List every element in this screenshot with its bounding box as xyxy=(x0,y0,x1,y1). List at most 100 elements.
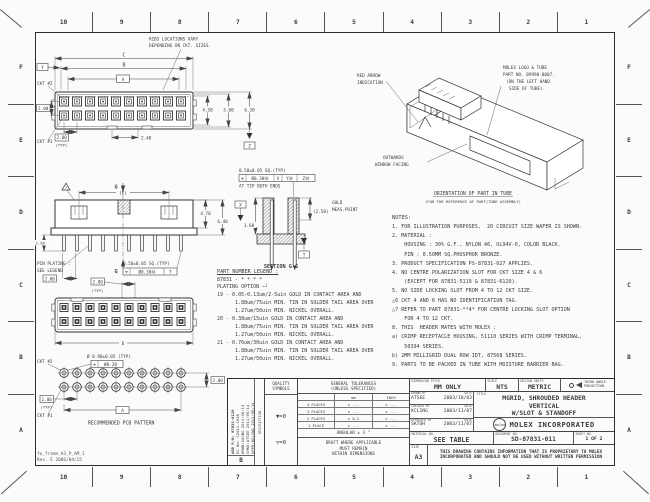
dim-d: D xyxy=(122,341,125,347)
revision-block: ADD P/N: 87831-6120 EC No: S2011-1048 DR… xyxy=(228,379,265,465)
dim-200: 2.00 xyxy=(38,106,49,112)
tol-angular: ANGULAR ± 3 ° xyxy=(298,429,409,439)
legend-line: 1.88um/75uin MIN. TIN IN SOLDER TAIL ARE… xyxy=(217,324,374,331)
zone-col: 10 xyxy=(35,467,94,487)
material-no-label: MATERIAL NO. xyxy=(411,431,435,436)
drawn-by-value: ATSEE xyxy=(411,395,426,401)
dim-450: 4.50 xyxy=(202,107,213,113)
note-line: HOUSING : 30% G.F., NYLON 46, UL94V-0, C… xyxy=(392,242,561,249)
dim-250-ref: (2.50) xyxy=(313,209,329,215)
ribs-note: DEPENDING ON CKT. SIZES. xyxy=(149,43,211,49)
part-number-legend: PART NUMBER LEGEND : 87831 - * * * * PLA… xyxy=(217,269,391,363)
dimension-style-value: MM ONLY xyxy=(434,383,461,392)
zone-col: 8 xyxy=(151,12,210,32)
dim-360: 3.60 xyxy=(244,223,255,229)
dim-560: 5.60 xyxy=(223,107,234,113)
date-label: DATE xyxy=(464,391,472,395)
dim-200-typ: 2.00 xyxy=(57,135,68,141)
tol-col-mm: mm xyxy=(334,394,372,401)
front-view: (E) G G 4.70 6.40 2.50 PIN PLATING : SEE… xyxy=(35,182,230,283)
tol-mm: ± --- xyxy=(334,408,372,415)
zone-col: 1 xyxy=(584,473,589,481)
approved-by-label: APPROVED BY xyxy=(411,417,432,422)
section-view: 0.50±0.05 SQ.(TYP) ⌖ Ø0.30Ⓜ X YⓂ ZⓂ AT T… xyxy=(234,168,358,271)
legend-line: 1.27um/50uin MIN. NICKEL OVERALL. xyxy=(217,356,335,363)
title-label: TITLE xyxy=(476,391,487,396)
corner-mark xyxy=(0,9,23,28)
approved-by-value: SKTOH xyxy=(411,422,426,428)
projection-cone-icon xyxy=(576,382,583,388)
zone-col: 2 xyxy=(500,12,558,32)
zone-row: D xyxy=(616,177,642,250)
draft-note: WITHIN DIMENSIONS xyxy=(332,451,375,456)
dim-e: (E) xyxy=(119,190,127,196)
fcf-sym: ⌖ xyxy=(93,363,96,368)
legend-line: 1.88um/75uin MIN. TIN IN SOLDER TAIL ARE… xyxy=(217,348,374,355)
legend-plating: PLATING OPTION ─┘ xyxy=(217,284,269,291)
pcb-pattern-view: CKT #2 Ø 0.90±0.05 (TYP) ⌖ Ø0.20 2.00 2.… xyxy=(37,353,225,427)
dim-c: C xyxy=(123,53,126,59)
pin-sq-note: 0.50±0.05 SQ.(TYP) xyxy=(123,261,170,267)
note-line: △6 CKT 4 AND 6 HAS NO IDENTIFICATION TAG… xyxy=(392,297,518,304)
note-line: PIN : 0.50MM SQ.PHOSPHOR BRONZE. xyxy=(392,251,503,258)
legend-line: 1.88um/75uin MIN. TIN IN SOLDER TAIL ARE… xyxy=(217,300,374,307)
tolerances-heading: (UNLESS SPECIFIED) xyxy=(330,386,377,392)
zone-ruler-left: F E D C B A xyxy=(8,32,34,466)
note-line: 3. PRODUCT SPECIFICATION PS-87831-027 AP… xyxy=(392,260,534,267)
fcf-sym: ⌖ xyxy=(241,177,244,182)
zone-row: C xyxy=(8,250,34,322)
zone-col: 5 xyxy=(325,467,384,487)
revision-column-label: DESCRIPTION xyxy=(258,410,262,435)
projection-label: PROJECTION xyxy=(584,384,604,388)
dim-b: B xyxy=(123,63,126,69)
zone-col: 2 xyxy=(500,467,558,487)
zone-row: E xyxy=(8,105,34,177)
document-no-label: DOCUMENT NO. xyxy=(495,431,519,436)
date-label: DATE xyxy=(464,417,472,422)
tube-orientation-view: RED ARROW INDICATION MOLEX LOGO & TUBE P… xyxy=(357,65,584,204)
gold-note: MEAS.POINT xyxy=(332,207,358,213)
zone-col: 9 xyxy=(93,467,152,487)
datum-t: T xyxy=(303,252,306,258)
tube-caption: ORIENTATION OF PART IN TUBE xyxy=(434,191,512,197)
datum-x: X xyxy=(239,202,242,208)
ribs-note: RIBS LOCATIONS VARY xyxy=(149,37,199,43)
drawn-date: 2003/10/03 xyxy=(443,395,472,401)
approved-date: 2003/11/07 xyxy=(443,422,472,428)
design-units-value: METRIC xyxy=(527,383,552,392)
molex-logo: molex xyxy=(493,418,507,431)
design-units-label: DESIGN UNITS xyxy=(520,378,544,383)
section-g-top: G xyxy=(115,185,118,191)
datum-y: Y xyxy=(41,65,44,71)
red-arrow-note: INDICATION xyxy=(357,80,383,86)
fcf-tol: Ø0.30Ⓜ xyxy=(251,175,269,182)
scale-label: SCALE xyxy=(487,378,498,383)
zone-col: 1 xyxy=(584,18,589,26)
gold-note: GOLD xyxy=(332,200,343,206)
size-label: SIZE xyxy=(411,444,420,449)
dim-200-typ: 2.00 xyxy=(93,279,104,285)
dim-640: 6.40 xyxy=(217,219,228,225)
fcf-datum: X xyxy=(277,176,280,182)
zone-col: 3 xyxy=(442,12,500,32)
corner-mark xyxy=(623,470,649,495)
pcb-caption: RECOMMENDED PCB PATTERN xyxy=(88,421,155,427)
draft-note: DRAFT WHERE APPLICABLE xyxy=(325,440,382,446)
material-no-value: SEE TABLE xyxy=(433,436,470,445)
molex-logo-note: MOLEX LOGO & TUBE xyxy=(503,65,547,71)
projection-circle-icon xyxy=(569,382,575,388)
note-line: 4. NO CENTRE POLARIZATION SLOT FOR CKT S… xyxy=(392,270,543,277)
tube-caption-sub: (FOR THE REFERENCE OF PART/TUBE ASSEMBLY… xyxy=(425,199,521,204)
frame-id-note: fo_frame_A3_P_AM_1 Rev. E 2006/04/15 xyxy=(37,452,85,463)
legend-line: 1.27um/50uin MIN. NICKEL OVERALL. xyxy=(217,332,335,339)
zone-row: D xyxy=(8,177,34,250)
pin-plating-note: SEE LEGEND xyxy=(37,268,63,274)
molex-logo-note: PART NO. 89990-0007. xyxy=(503,72,555,78)
ckt2-label: CKT #2 xyxy=(37,81,53,87)
drawing-title: W/SLOT & STANDOFF xyxy=(511,409,577,417)
projection-label: THIRD ANGLE xyxy=(584,380,606,385)
zone-ruler-top: 10 9 8 7 6 5 4 3 2 1 xyxy=(35,12,615,32)
frame-id: fo_frame_A3_P_AM_1 xyxy=(37,452,85,457)
drawn-by-label: DRAWN BY xyxy=(411,391,426,395)
tol-inch: ± --- xyxy=(372,408,409,415)
